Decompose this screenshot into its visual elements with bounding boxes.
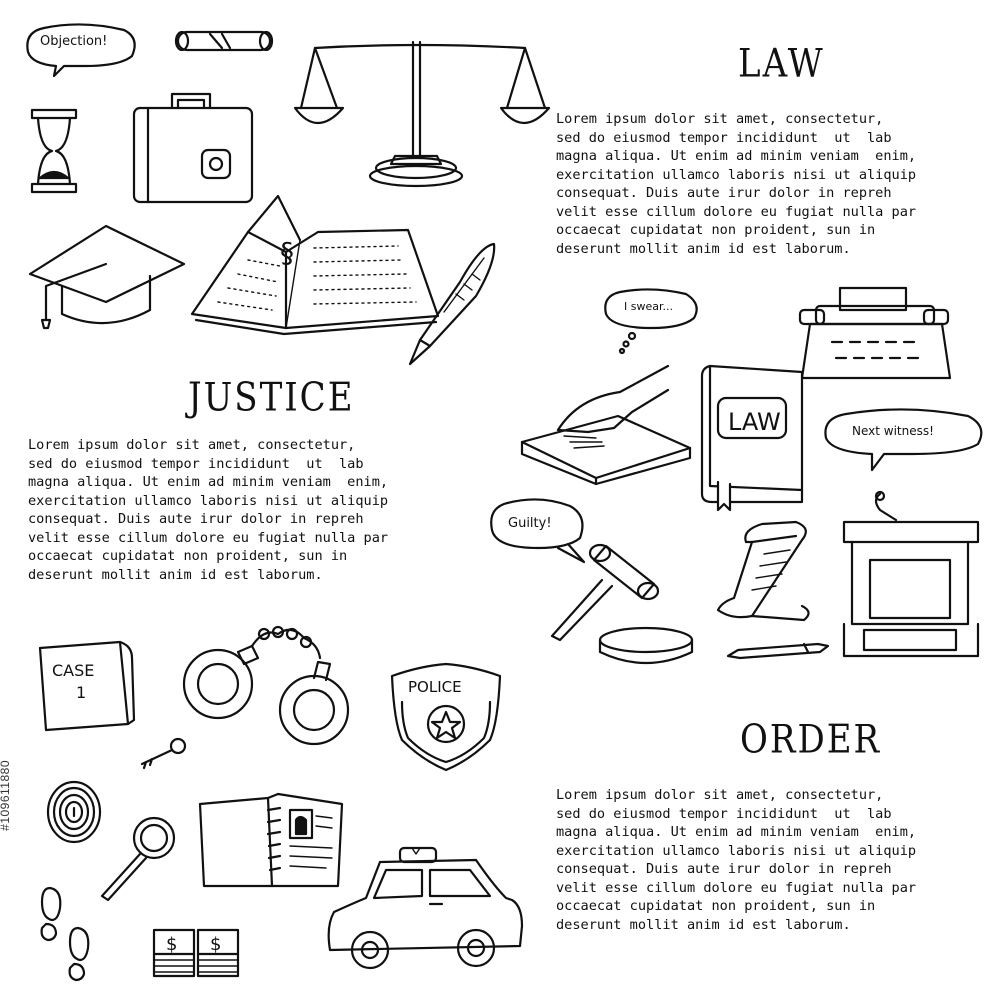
speech-bubble-icon xyxy=(604,288,698,355)
speech-bubble-icon xyxy=(824,408,983,472)
graduation-cap-icon xyxy=(28,224,186,330)
section-sign: § xyxy=(280,236,294,269)
money-stack-icon: $ $ xyxy=(152,928,240,978)
next-witness-bubble: Next witness! xyxy=(822,408,988,472)
open-law-book-icon: § xyxy=(190,194,440,336)
case-number: 1 xyxy=(76,683,86,702)
i-swear-bubble: I swear... xyxy=(602,288,702,356)
magnifier-icon xyxy=(100,816,176,902)
hourglass-icon xyxy=(30,108,78,194)
pen-icon xyxy=(726,642,830,660)
guilty-text: Guilty! xyxy=(508,516,552,531)
hand-on-book-icon xyxy=(520,364,692,486)
quill-pen-icon xyxy=(408,242,496,366)
order-heading: ORDER xyxy=(740,717,882,763)
law-book-label: LAW xyxy=(728,408,781,436)
objection-bubble: Objection! xyxy=(24,22,140,78)
scales-of-justice-icon xyxy=(293,40,551,188)
typewriter-icon xyxy=(798,286,952,380)
next-witness-text: Next witness! xyxy=(852,424,934,438)
scroll-icon xyxy=(716,520,810,622)
podium-icon xyxy=(842,490,980,658)
objection-text: Objection! xyxy=(40,34,108,49)
handcuffs-icon xyxy=(182,625,350,746)
notebook-icon xyxy=(198,792,344,888)
police-car-icon xyxy=(327,846,524,970)
law-heading: LAW xyxy=(738,41,825,87)
police-badge-icon: POLICE xyxy=(390,662,502,772)
money-symbol-left: $ xyxy=(166,934,177,955)
case-folder-icon: CASE 1 xyxy=(38,640,136,732)
law-paragraph: Lorem ipsum dolor sit amet, consectetur,… xyxy=(556,111,917,257)
speech-bubble-icon xyxy=(26,23,136,78)
justice-heading: JUSTICE xyxy=(188,375,355,421)
guilty-bubble: Guilty! xyxy=(488,498,588,568)
law-book-icon: LAW xyxy=(700,364,804,512)
briefcase-icon xyxy=(132,92,254,204)
police-label: POLICE xyxy=(408,678,462,696)
diploma-scroll-icon xyxy=(174,30,274,52)
stock-id-watermark: #109611880 xyxy=(0,760,12,831)
gavel-icon xyxy=(550,543,694,665)
speech-bubble-icon xyxy=(490,498,586,564)
key-icon xyxy=(140,737,187,770)
money-symbol-right: $ xyxy=(210,934,221,955)
case-label: CASE xyxy=(52,661,94,680)
justice-paragraph: Lorem ipsum dolor sit amet, consectetur,… xyxy=(28,437,389,583)
fingerprint-icon xyxy=(46,780,102,844)
footprints-icon xyxy=(40,886,90,982)
order-paragraph: Lorem ipsum dolor sit amet, consectetur,… xyxy=(556,787,917,933)
i-swear-text: I swear... xyxy=(624,300,673,313)
